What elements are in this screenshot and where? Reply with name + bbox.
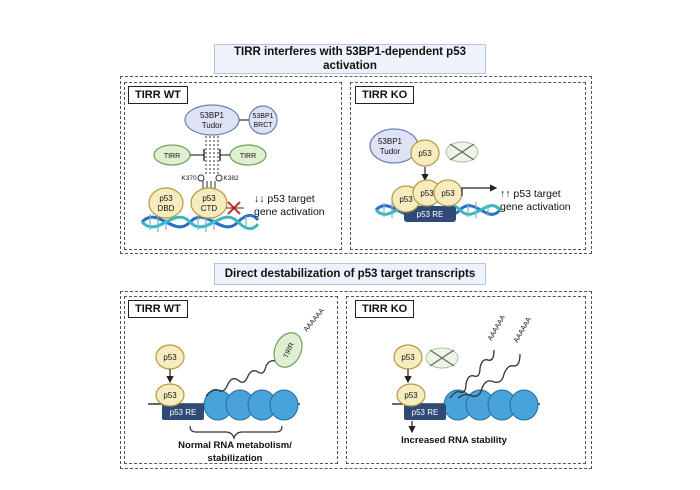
s1-ko-effect-arrows: ↑↑ <box>500 188 511 200</box>
s2-wt-p53-bound-label: p53 <box>163 391 177 400</box>
s2-wt-tirr <box>273 332 303 368</box>
s1-ko-tudor-label2: Tudor <box>380 147 401 156</box>
section2-title: Direct destabilization of p53 target tra… <box>224 268 476 280</box>
s1-wt-dna-helix <box>140 212 260 232</box>
s2-wt-tag: TIRR WT <box>128 300 188 318</box>
s1-ko-absent-tirr-icon <box>445 141 479 163</box>
s1-ko-p53-top-label: p53 <box>418 149 432 158</box>
s1-ko-effect: ↑↑ p53 target gene activation <box>500 188 571 214</box>
section1-outer-frame <box>120 76 592 254</box>
s1-wt-k382-label: K382 <box>223 175 239 182</box>
s1-wt-p53ctd-label2: CTD <box>201 204 218 213</box>
s1-wt-tudor-label1: 53BP1 <box>200 111 225 120</box>
s1-ko-transcription-arrow <box>461 184 498 196</box>
s1-ko-53bp1-tudor <box>369 128 419 164</box>
section2-ko-panel <box>346 296 586 464</box>
s1-ko-re-label: p53 RE <box>417 210 444 219</box>
section2-wt-panel <box>124 296 338 464</box>
s1-wt-effect: ↓↓ p53 target gene activation <box>254 193 325 219</box>
s1-wt-p53dbd-label2: DBD <box>158 204 175 213</box>
s1-wt-tag: TIRR WT <box>128 86 188 104</box>
s1-wt-effect-line1: p53 target <box>267 193 315 205</box>
s1-ko-p53-top <box>410 139 440 167</box>
s1-wt-53bp1-tudor <box>184 104 240 136</box>
s1-wt-53bp1-brct <box>248 105 278 135</box>
s2-wt-caption-line2: stabilization <box>207 453 263 464</box>
s2-ko-polya-1-label: AAAAAA <box>487 314 507 342</box>
s1-wt-p53ctd-label1: p53 <box>202 194 216 203</box>
s2-ko-p53-top-label: p53 <box>401 353 415 362</box>
s1-wt-brct-label2: BRCT <box>253 122 273 129</box>
s1-ko-p53-re-box <box>404 206 456 222</box>
s2-ko-p53-bound-label: p53 <box>404 391 418 400</box>
s2-wt-p53-re-box <box>162 404 204 420</box>
s1-wt-k382-site <box>215 174 223 182</box>
s1-wt-brct-label1: 53BP1 <box>252 113 273 120</box>
section1-title-line2: activation <box>323 60 377 72</box>
s2-ko-nucleosomes <box>443 389 539 421</box>
s2-wt-p53-top-label: p53 <box>163 353 177 362</box>
s2-wt-p53-bound <box>155 383 185 407</box>
s2-ko-tag: TIRR KO <box>355 300 415 318</box>
s1-wt-tirr-right-label: TIRR <box>240 153 256 160</box>
s2-ko-polya-2-label: AAAAAA <box>513 316 533 344</box>
s1-ko-effect-line2: gene activation <box>500 201 571 213</box>
section1-ko-panel <box>350 82 586 250</box>
section1-wt-panel <box>124 82 342 250</box>
s1-wt-p53-ctd <box>190 187 228 219</box>
s1-ko-tag: TIRR KO <box>355 86 415 104</box>
s2-ko-caption: Increased RNA stability <box>401 435 507 446</box>
s2-wt-caption: Normal RNA metabolism/ stabilization <box>170 439 300 465</box>
s2-wt-re-label: p53 RE <box>170 408 197 417</box>
s2-wt-nucleosomes <box>203 389 299 421</box>
s1-wt-effect-line2: gene activation <box>254 206 325 218</box>
s1-wt-k370-site <box>197 174 205 182</box>
s2-ko-rna-strand-2 <box>457 353 521 399</box>
s1-wt-effect-arrows: ↓↓ <box>254 193 265 205</box>
s2-wt-caption-line1: Normal RNA metabolism/ <box>178 440 292 451</box>
s1-ko-effect-line1: p53 target <box>513 188 561 200</box>
s1-wt-tudor-label2: Tudor <box>202 121 223 130</box>
s1-ko-tudor-label1: 53BP1 <box>378 137 403 146</box>
s2-ko-p53-re-box <box>404 404 446 420</box>
s1-ko-p53-a-label: p53 <box>399 195 413 204</box>
s2-wt-rna-strand <box>205 360 279 397</box>
s1-wt-p53dbd-label1: p53 <box>159 194 173 203</box>
s1-wt-p53-dbd <box>148 187 184 219</box>
s1-ko-p53-c-label: p53 <box>441 189 455 198</box>
s2-ko-absent-tirr-icon <box>425 347 459 369</box>
s1-wt-k370-label: K370 <box>181 175 197 182</box>
s2-wt-polya-label: AAAAAA <box>303 307 327 333</box>
s2-ko-rna-strand-1 <box>449 349 495 399</box>
s2-ko-p53-bound <box>396 383 426 407</box>
section1-title-box: TIRR interferes with 53BP1-dependent p53… <box>214 44 486 74</box>
s1-wt-tirr-left-label: TIRR <box>164 153 180 160</box>
s1-ko-p53-b-label: p53 <box>420 189 434 198</box>
section2-title-box: Direct destabilization of p53 target tra… <box>214 263 486 285</box>
section1-title-line1: TIRR interferes with 53BP1-dependent p53 <box>234 46 466 58</box>
section2-outer-frame <box>120 291 592 469</box>
s2-ko-re-label: p53 RE <box>412 408 439 417</box>
